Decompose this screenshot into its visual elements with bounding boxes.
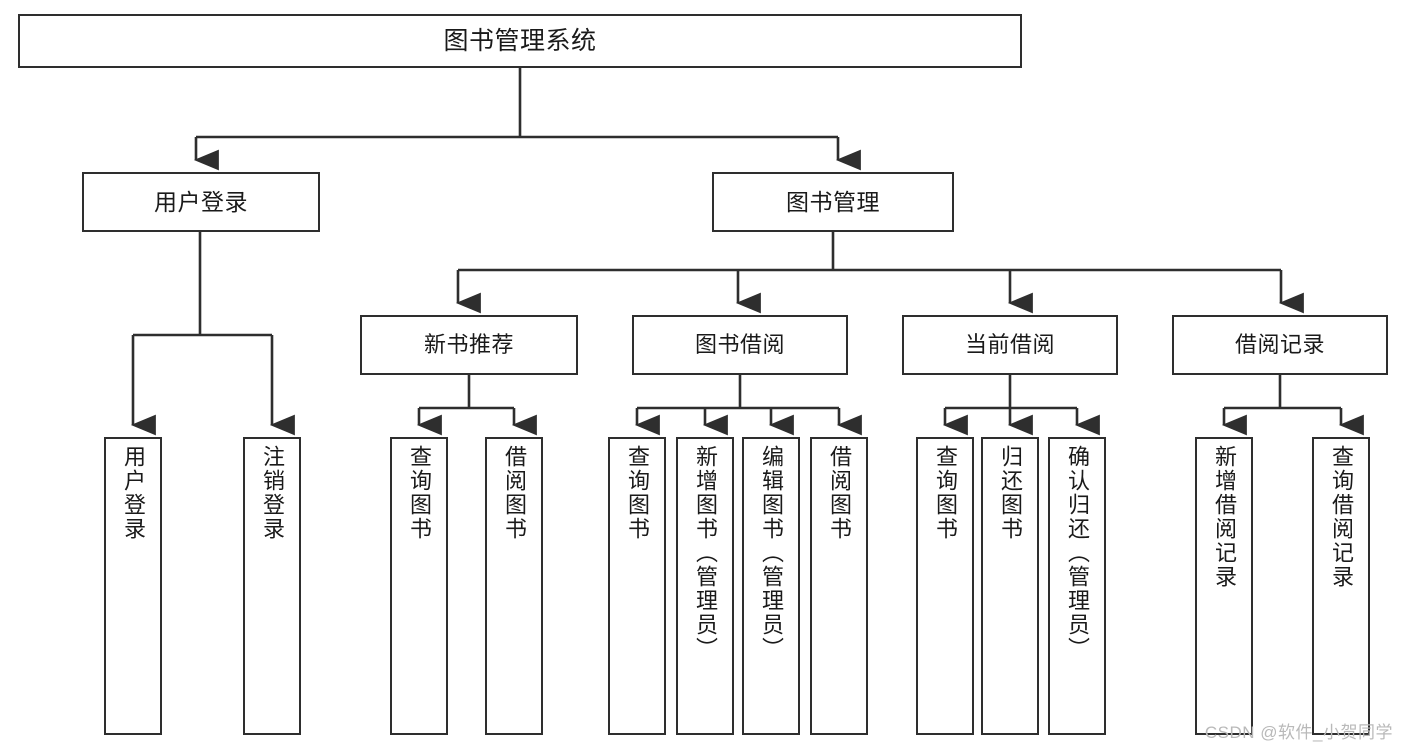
leaf-label: 查询图书	[625, 445, 650, 541]
node-borrow-record-label: 借阅记录	[1234, 332, 1325, 358]
leaf-recommend-query-book[interactable]: 查询图书	[390, 437, 448, 735]
node-current-borrow-label: 当前借阅	[964, 332, 1055, 358]
node-book-management[interactable]: 图书管理	[712, 172, 954, 232]
node-new-book-recommend-label: 新书推荐	[423, 332, 514, 358]
leaf-label: 新增借阅记录	[1212, 445, 1237, 589]
node-user-login[interactable]: 用户登录	[82, 172, 320, 232]
leaf-recommend-borrow-book[interactable]: 借阅图书	[485, 437, 543, 735]
leaf-label: 查询图书	[933, 445, 958, 541]
node-book-borrow[interactable]: 图书借阅	[632, 315, 848, 375]
leaf-label: 归还图书	[998, 445, 1023, 541]
node-current-borrow[interactable]: 当前借阅	[902, 315, 1118, 375]
leaf-borrow-query-book[interactable]: 查询图书	[608, 437, 666, 735]
node-root-label: 图书管理系统	[443, 26, 597, 55]
leaf-label: 编辑图书（管理员）	[759, 445, 784, 661]
leaf-borrow-edit-book-admin[interactable]: 编辑图书（管理员）	[742, 437, 800, 735]
leaf-user-login-signin[interactable]: 用户登录	[104, 437, 162, 735]
leaf-record-add-record[interactable]: 新增借阅记录	[1195, 437, 1253, 735]
leaf-label: 查询图书	[407, 445, 432, 541]
leaf-current-return-book[interactable]: 归还图书	[981, 437, 1039, 735]
leaf-label: 借阅图书	[502, 445, 527, 541]
leaf-borrow-borrow-book[interactable]: 借阅图书	[810, 437, 868, 735]
node-user-login-label: 用户登录	[154, 188, 248, 215]
leaf-current-query-book[interactable]: 查询图书	[916, 437, 974, 735]
leaf-label: 查询借阅记录	[1329, 445, 1354, 589]
node-new-book-recommend[interactable]: 新书推荐	[360, 315, 578, 375]
leaf-label: 确认归还（管理员）	[1065, 445, 1090, 661]
leaf-borrow-add-book-admin[interactable]: 新增图书（管理员）	[676, 437, 734, 735]
leaf-label: 借阅图书	[827, 445, 852, 541]
node-book-management-label: 图书管理	[786, 188, 880, 215]
leaf-label: 新增图书（管理员）	[693, 445, 718, 661]
node-root[interactable]: 图书管理系统	[18, 14, 1022, 68]
leaf-label: 注销登录	[260, 445, 285, 541]
leaf-user-login-signout[interactable]: 注销登录	[243, 437, 301, 735]
leaf-label: 用户登录	[121, 445, 146, 541]
leaf-record-query-record[interactable]: 查询借阅记录	[1312, 437, 1370, 735]
csdn-watermark: CSDN @软件_小贺同学	[1204, 723, 1393, 742]
leaf-current-confirm-return-admin[interactable]: 确认归还（管理员）	[1048, 437, 1106, 735]
node-borrow-record[interactable]: 借阅记录	[1172, 315, 1388, 375]
node-book-borrow-label: 图书借阅	[694, 332, 785, 358]
